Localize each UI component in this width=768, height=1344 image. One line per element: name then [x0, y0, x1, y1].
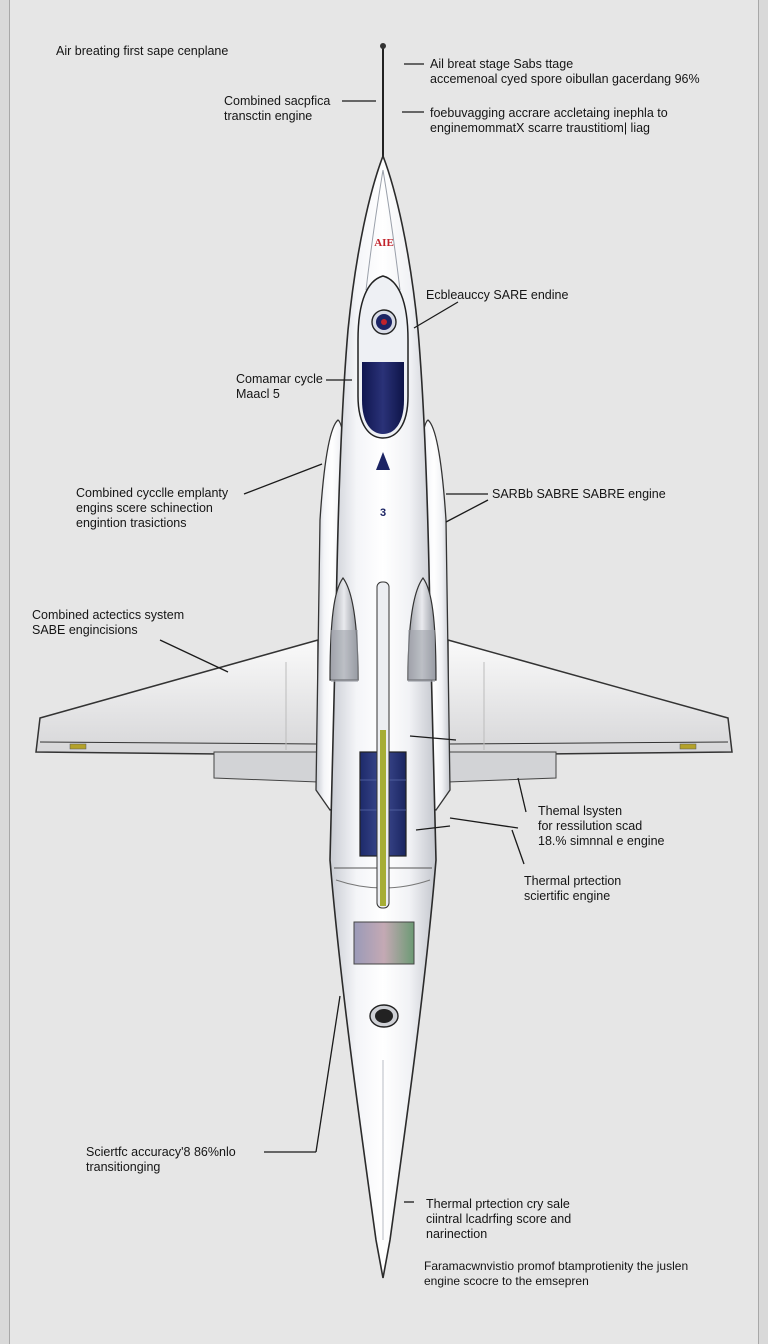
label-line: transctin engine [224, 109, 313, 123]
label-line: Themal lsysten [538, 804, 623, 818]
leader-lines [159, 63, 527, 1203]
label-line: narinection [426, 1227, 488, 1241]
label-line: Ail breat stage Sabs ttage [430, 57, 574, 71]
left-engine-nacelle [329, 576, 359, 682]
label-line: Thermal prtection cry sale [426, 1197, 570, 1211]
label-sabre-right: SARBb SABRE SABRE engine [492, 487, 666, 501]
left-wing [35, 639, 319, 783]
label-line: engine scocre to the emsepren [424, 1274, 589, 1288]
right-engine-nacelle [407, 576, 437, 682]
label-line: Sciertfc accuracy'8 86%nlo [86, 1145, 236, 1159]
label-thermal-prtection: Thermal prtection sciertific engine [524, 874, 621, 904]
label-thermal-bottom: Thermal prtection cry sale ciintral lcad… [426, 1197, 571, 1242]
fuselage-badge: 3 [380, 507, 386, 519]
label-line: engintion trasictions [76, 516, 187, 530]
label-mid-right: Ecbleauccy SARE endine [426, 288, 569, 302]
nose-probe [380, 43, 386, 160]
dorsal-marker [376, 452, 390, 470]
label-line: enginemommatX scarre traustitiom| liag [430, 121, 650, 135]
label-line: for ressilution scad [538, 819, 643, 833]
label-combined-left: Combined sacpfica transctin engine [224, 94, 330, 124]
label-actectics: Combined actectics system SABE engincisi… [32, 608, 184, 638]
label-thermal-system: Themal lsysten for ressilution scad 18.%… [538, 804, 664, 849]
title-label: Air breating first sape cenplane [56, 44, 229, 58]
label-right-accel: foebuvagging accrare accletaing inephla … [430, 106, 668, 136]
label-line: Comamar cycle [236, 372, 323, 386]
heat-panel [353, 921, 415, 965]
label-line: 18.% simnnal e engine [538, 834, 665, 848]
label-bottom-wide: Faramacwnvistio promof btamprotienity th… [424, 1259, 688, 1289]
label-line: Combined actectics system [32, 608, 185, 622]
label-top-right: Ail breat stage Sabs ttage accemenoal cy… [430, 57, 700, 87]
label-line: transitionging [86, 1160, 161, 1174]
label-line: Thermal prtection [524, 874, 622, 888]
label-cycle-left: Combined cycclle emplanty engins scere s… [76, 486, 228, 531]
label-line: ciintral lcadrfing score and [426, 1212, 572, 1226]
label-line: SABE engincisions [32, 623, 138, 637]
label-line: Maacl 5 [236, 387, 280, 401]
label-line: accemenoal cyed spore oibullan gacerdang… [430, 72, 700, 86]
label-line: Combined sacpfica [224, 94, 331, 108]
label-comamar: Comamar cycle Maacl 5 [236, 372, 323, 402]
exhaust-port [369, 1004, 399, 1028]
label-line: sciertific engine [524, 889, 611, 903]
label-line: engins scere schinection [76, 501, 213, 515]
label-line: foebuvagging accrare accletaing inephla … [430, 106, 668, 120]
label-line: Combined cycclle emplanty [76, 486, 229, 500]
label-scientific-left: Sciertfc accuracy'8 86%nlo transitiongin… [86, 1145, 236, 1175]
fuel-line [376, 581, 390, 909]
label-line: Faramacwnvistio promof btamprotienity th… [424, 1259, 689, 1273]
right-wing [447, 639, 733, 783]
cockpit-canopy [357, 275, 409, 439]
nose-logo: AIE [374, 237, 394, 249]
